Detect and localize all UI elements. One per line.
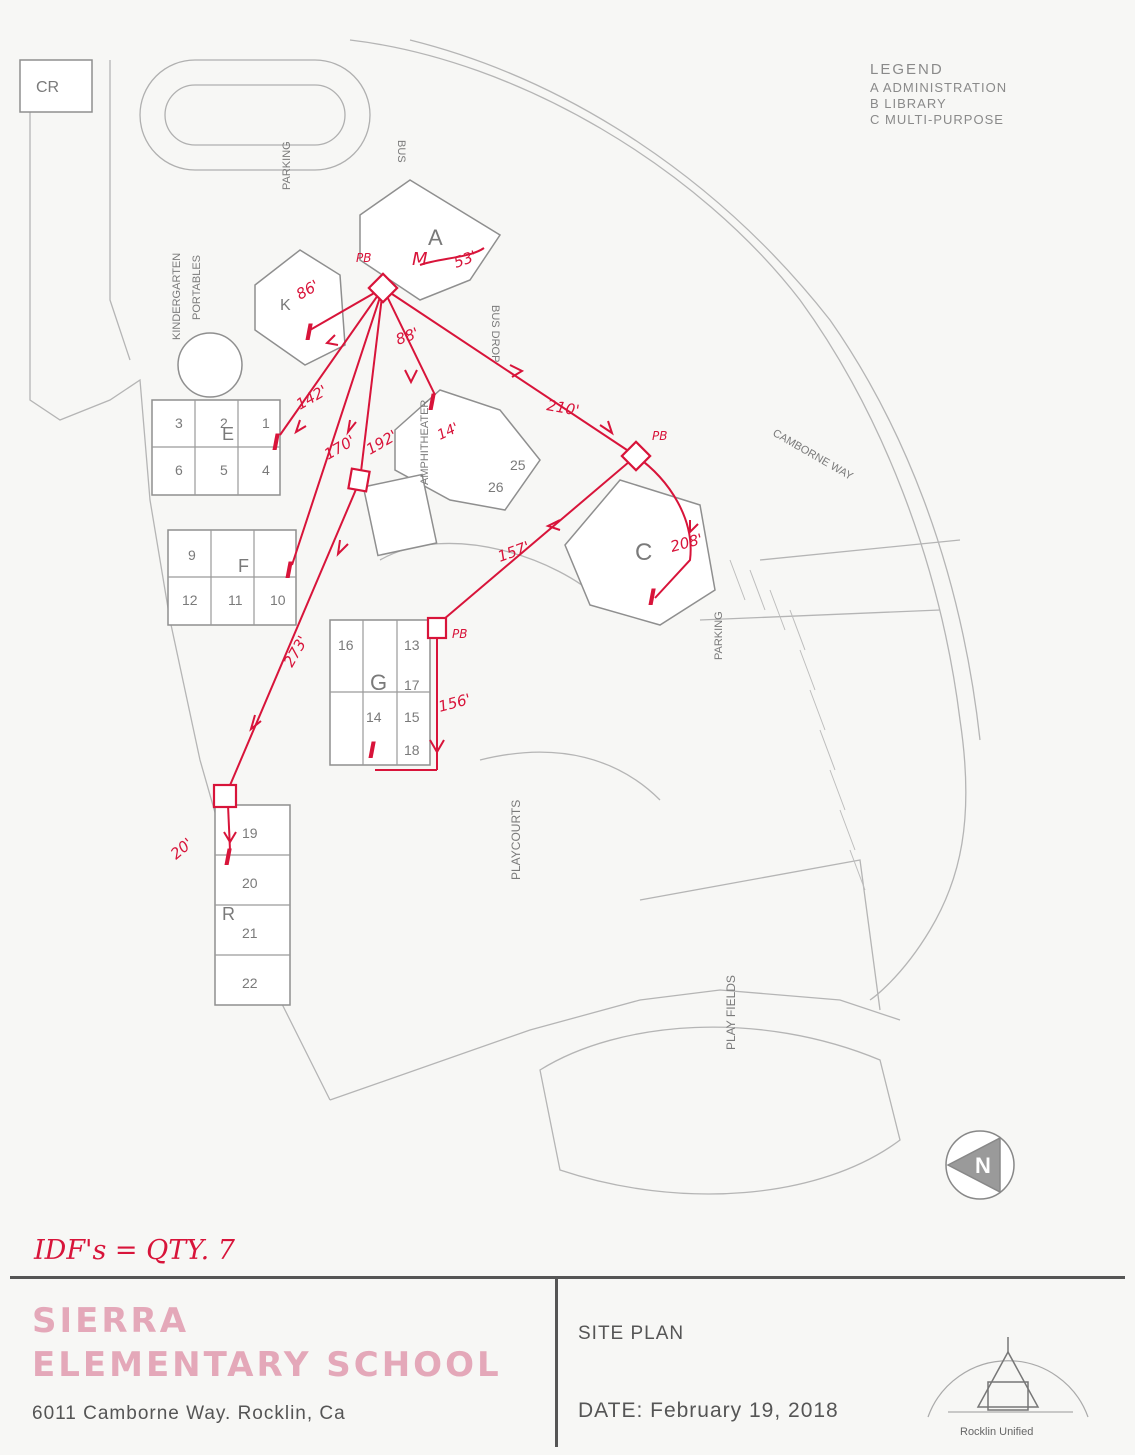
idf-icon: I bbox=[648, 586, 656, 611]
label-parking-east: PARKING bbox=[713, 611, 725, 660]
school-name-line1: SIERRA bbox=[32, 1301, 190, 1341]
idf-markers: I I I I I I I bbox=[224, 321, 656, 871]
parking-stalls-east bbox=[729, 559, 866, 891]
room-number: 18 bbox=[404, 742, 420, 758]
building-k bbox=[254, 249, 346, 366]
room-number: 14 bbox=[366, 709, 382, 725]
pb-label: PB bbox=[652, 429, 667, 443]
legend-item: C MULTI-PURPOSE bbox=[870, 112, 1004, 127]
label-parking-top: PARKING bbox=[281, 141, 293, 190]
room-number: 12 bbox=[182, 592, 198, 608]
pull-boxes bbox=[212, 272, 652, 809]
room-number: 3 bbox=[175, 415, 183, 431]
run-length: 157' bbox=[495, 538, 532, 566]
kinder-yard bbox=[177, 332, 243, 398]
run-length: 142' bbox=[293, 381, 330, 413]
label-play-fields: PLAY FIELDS bbox=[724, 975, 738, 1050]
building-b bbox=[394, 389, 541, 511]
run-length: 273' bbox=[280, 633, 312, 670]
idf-icon: I bbox=[272, 431, 280, 456]
label-camborne-way: CAMBORNE WAY bbox=[771, 427, 856, 483]
school-name-line2: ELEMENTARY SCHOOL bbox=[32, 1345, 502, 1385]
label-building-a: A bbox=[428, 225, 443, 250]
buildings bbox=[19, 59, 716, 1006]
run-length: 20' bbox=[167, 834, 196, 863]
sheet-title: SITE PLAN bbox=[578, 1323, 685, 1344]
sheet-date: DATE: February 19, 2018 bbox=[578, 1399, 839, 1422]
label-building-e: E bbox=[222, 424, 234, 444]
room-number: 26 bbox=[488, 479, 504, 495]
legend: LEGEND A ADMINISTRATION B LIBRARY C MULT… bbox=[870, 62, 1007, 128]
mpoe-label: M bbox=[412, 249, 428, 270]
room-number: 25 bbox=[510, 457, 526, 473]
building-c bbox=[564, 479, 716, 626]
room-lines bbox=[152, 400, 430, 956]
room-numbers: 1 2 3 4 5 6 9 10 11 12 13 14 15 16 17 18… bbox=[175, 415, 526, 991]
label-bus-drop: BUS DROP bbox=[489, 305, 501, 362]
parking-loop-top bbox=[139, 59, 371, 171]
room-number: 9 bbox=[188, 547, 196, 563]
room-number: 2 bbox=[220, 415, 228, 431]
title-block: SIERRA ELEMENTARY SCHOOL 6011 Camborne W… bbox=[10, 1276, 1125, 1447]
label-building-c: C bbox=[635, 539, 652, 566]
idf-icon: I bbox=[305, 321, 313, 346]
room-number: 13 bbox=[404, 637, 420, 653]
label-playcourts: PLAYCOURTS bbox=[509, 800, 523, 880]
room-number: 21 bbox=[242, 925, 258, 941]
seal-caption: Rocklin Unified bbox=[960, 1426, 1033, 1438]
label-building-k: K bbox=[280, 297, 291, 314]
room-number: 5 bbox=[220, 462, 228, 478]
pull-box-icon bbox=[426, 616, 448, 640]
run-length: 88' bbox=[393, 324, 421, 349]
markup-labels: PB PB PB M bbox=[356, 249, 667, 641]
legend-item: A ADMINISTRATION bbox=[870, 80, 1008, 95]
room-number: 22 bbox=[242, 975, 258, 991]
run-length: 170' bbox=[321, 431, 358, 463]
building-a bbox=[359, 179, 502, 301]
legend-item: B LIBRARY bbox=[870, 96, 947, 111]
room-number: 4 bbox=[262, 462, 270, 478]
room-number: 11 bbox=[228, 592, 243, 608]
label-building-f: F bbox=[238, 556, 249, 576]
label-kindergarten: KINDERGARTEN bbox=[171, 253, 183, 340]
legend-title: LEGEND bbox=[870, 61, 944, 78]
site-plan-drawing: CR PARKING KINDERGARTEN PORTABLES BUS BU… bbox=[19, 39, 1015, 1200]
room-number: 19 bbox=[242, 825, 258, 841]
building-cr bbox=[19, 59, 93, 113]
room-number: 1 bbox=[262, 415, 270, 431]
room-number: 16 bbox=[338, 637, 354, 653]
pull-box-icon bbox=[620, 440, 652, 472]
idf-icon: I bbox=[428, 391, 436, 416]
pull-box-icon bbox=[367, 272, 399, 304]
run-arrowheads bbox=[223, 334, 699, 844]
title-block-school: SIERRA ELEMENTARY SCHOOL 6011 Camborne W… bbox=[10, 1279, 558, 1447]
room-number: 15 bbox=[404, 709, 420, 725]
pull-box-icon bbox=[212, 783, 238, 809]
room-number: 6 bbox=[175, 462, 183, 478]
pb-label: PB bbox=[356, 251, 371, 265]
idf-quantity-note: IDF's = QTY. 7 bbox=[34, 1235, 235, 1266]
district-seal-icon: Rocklin Unified bbox=[927, 1337, 1089, 1438]
run-length: 156' bbox=[436, 690, 472, 716]
pb-label: PB bbox=[452, 627, 467, 641]
label-portables: PORTABLES bbox=[191, 255, 203, 320]
label-bus: BUS bbox=[395, 140, 407, 163]
room-number: 20 bbox=[242, 875, 258, 891]
room-number: 17 bbox=[404, 677, 420, 693]
amphitheater bbox=[362, 473, 438, 557]
idf-icon: I bbox=[224, 846, 232, 871]
label-cr: CR bbox=[36, 79, 59, 96]
school-address: 6011 Camborne Way. Rocklin, Ca bbox=[32, 1403, 346, 1424]
room-number: 10 bbox=[270, 592, 286, 608]
label-amphitheater: AMPHITHEATER bbox=[419, 400, 431, 485]
run-length: 210' bbox=[545, 396, 580, 419]
idf-icon: I bbox=[285, 559, 293, 584]
idf-icon: I bbox=[368, 739, 376, 764]
svg-text:N: N bbox=[975, 1153, 991, 1178]
pull-box-icon bbox=[347, 467, 371, 493]
north-arrow-icon: N bbox=[945, 1130, 1015, 1200]
label-building-r: R bbox=[222, 904, 235, 924]
label-building-g: G bbox=[370, 670, 387, 695]
